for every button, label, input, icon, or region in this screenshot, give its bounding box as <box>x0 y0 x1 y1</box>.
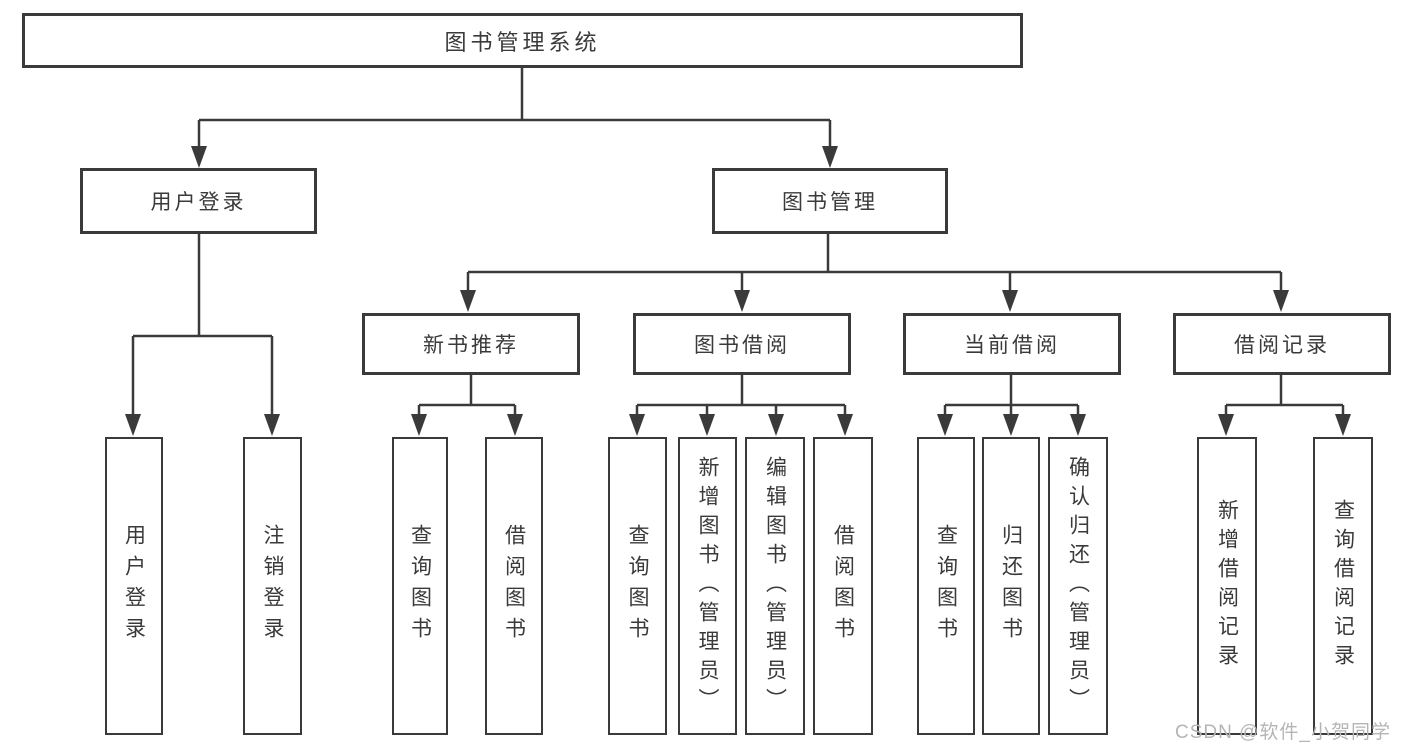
leaf-borrow-books-borrowing: 借阅图书 <box>813 437 873 735</box>
leaf-query-books-borrowing: 查询图书 <box>608 437 667 735</box>
node-borrowing-records: 借阅记录 <box>1173 313 1391 375</box>
node-book-management: 图书管理 <box>712 168 948 234</box>
leaf-add-borrow-record: 新增借阅记录 <box>1197 437 1257 735</box>
node-user-login: 用户登录 <box>80 168 317 234</box>
leaf-return-books: 归还图书 <box>982 437 1040 735</box>
leaf-query-books-current: 查询图书 <box>917 437 975 735</box>
node-current-borrowing: 当前借阅 <box>903 313 1121 375</box>
leaf-query-borrow-record: 查询借阅记录 <box>1313 437 1373 735</box>
leaf-logout: 注销登录 <box>243 437 302 735</box>
node-library-management-system: 图书管理系统 <box>22 13 1023 68</box>
leaf-add-books-admin: 新增图书（管理员） <box>678 437 737 735</box>
leaf-query-books-recommend: 查询图书 <box>392 437 448 735</box>
leaf-edit-books-admin: 编辑图书（管理员） <box>745 437 805 735</box>
leaf-confirm-return-admin: 确认归还（管理员） <box>1048 437 1108 735</box>
leaf-borrow-books-recommend: 借阅图书 <box>485 437 543 735</box>
csdn-watermark: CSDN @软件_小贺同学 <box>1175 722 1391 743</box>
node-new-book-recommendation: 新书推荐 <box>362 313 580 375</box>
leaf-user-login: 用户登录 <box>105 437 163 735</box>
node-book-borrowing: 图书借阅 <box>633 313 851 375</box>
